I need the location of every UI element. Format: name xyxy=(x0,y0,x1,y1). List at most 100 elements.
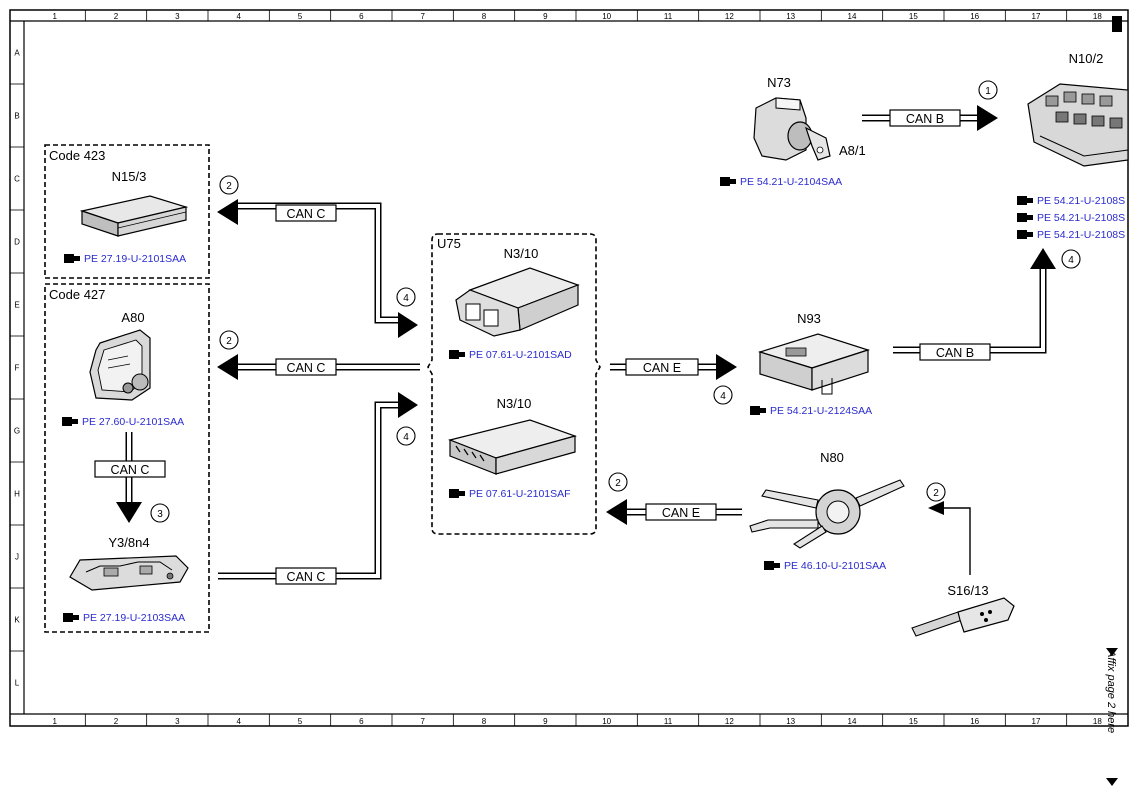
column-number-13: 13 xyxy=(786,717,795,726)
bus-y3-can-c: CAN C xyxy=(218,392,418,585)
row-letter-K: K xyxy=(14,616,20,625)
marker-a80: 2 xyxy=(219,330,239,350)
column-number-1: 1 xyxy=(52,717,57,726)
reference-pointer-icon xyxy=(62,417,78,426)
row-letter-G: G xyxy=(14,427,20,436)
column-number-4: 4 xyxy=(236,717,241,726)
bus-n93-can-e-label: CAN E xyxy=(643,361,681,375)
n10-2-ref-3[interactable]: PE 54.21-U-2108S xyxy=(1037,229,1125,241)
bus-n73-can-b: CAN B xyxy=(861,105,998,131)
column-number-5: 5 xyxy=(298,12,303,21)
row-letter-D: D xyxy=(14,238,20,247)
column-number-11: 11 xyxy=(664,12,673,21)
bus-n15-3-label: CAN C xyxy=(287,207,326,221)
s16-13-switch-icon xyxy=(911,597,1015,637)
group-code423-box xyxy=(44,144,210,279)
n15-3-label: N15/3 xyxy=(112,169,147,184)
page-frame: 1122334455667788991010111112121313141415… xyxy=(9,9,1129,727)
column-number-9: 9 xyxy=(543,717,548,726)
bus-n3-n93-can-e: CAN E xyxy=(609,354,737,380)
reference-pointer-icon xyxy=(449,489,465,498)
component-n80: N80 PE 46.10-U-2101SAA xyxy=(749,450,905,572)
column-number-6: 6 xyxy=(359,717,364,726)
component-n73: N73 A8/1 PE 54.21-U-2104SAA xyxy=(740,75,866,188)
n73-label: N73 xyxy=(767,75,791,90)
marker-a80-y3: 3 xyxy=(150,503,170,523)
affix-arrow-top-icon xyxy=(1106,648,1118,656)
svg-text:2: 2 xyxy=(226,336,232,347)
bus-n93-can-b-label: CAN B xyxy=(936,346,974,360)
n93-ref[interactable]: PE 54.21-U-2124SAA xyxy=(770,405,872,417)
n80-ref[interactable]: PE 46.10-U-2101SAA xyxy=(784,560,886,572)
column-number-11: 11 xyxy=(664,717,673,726)
bus-a80-can-c: CAN C xyxy=(217,354,421,380)
n93-label: N93 xyxy=(797,311,821,326)
n3-10-bottom-ref[interactable]: PE 07.61-U-2101SAF xyxy=(469,488,571,500)
column-number-2: 2 xyxy=(114,717,119,726)
component-n3-10-bottom: N3/10 PE 07.61-U-2101SAF xyxy=(448,396,577,500)
row-letter-E: E xyxy=(14,301,19,310)
a80-actuator-icon xyxy=(89,329,151,401)
reference-pointer-icon xyxy=(750,406,766,415)
group-u75-label: U75 xyxy=(437,236,461,251)
column-number-2: 2 xyxy=(114,12,119,21)
svg-text:2: 2 xyxy=(615,478,621,489)
column-number-9: 9 xyxy=(543,12,548,21)
marker-u75-top: 4 xyxy=(396,287,416,307)
svg-text:2: 2 xyxy=(226,181,232,192)
column-number-18: 18 xyxy=(1093,12,1102,21)
component-y3-8n4: Y3/8n4 PE 27.19-U-2103SAA xyxy=(69,535,189,624)
marker-s16-13: 2 xyxy=(926,482,946,502)
column-number-17: 17 xyxy=(1032,717,1041,726)
y3-8n4-ref[interactable]: PE 27.19-U-2103SAA xyxy=(83,612,185,624)
affix-arrow-bottom-icon xyxy=(1106,778,1118,786)
column-number-3: 3 xyxy=(175,717,180,726)
bus-n93-can-b: CAN B xyxy=(892,248,1056,361)
group-code423-label: Code 423 xyxy=(49,148,105,163)
n3-10-ecu-icon xyxy=(455,267,580,337)
column-number-5: 5 xyxy=(298,717,303,726)
svg-text:3: 3 xyxy=(157,509,163,520)
n80-label: N80 xyxy=(820,450,844,465)
affix-note: Affix page 2 here xyxy=(1105,649,1117,733)
row-letter-L: L xyxy=(15,679,20,688)
svg-text:4: 4 xyxy=(720,391,726,402)
n15-3-ref[interactable]: PE 27.19-U-2101SAA xyxy=(84,253,186,265)
a80-ref[interactable]: PE 27.60-U-2101SAA xyxy=(82,416,184,428)
component-n15-3: N15/3 PE 27.19-U-2101SAA xyxy=(79,169,189,265)
reference-pointer-icon xyxy=(1017,196,1033,205)
y3-8n4-controller-icon xyxy=(69,555,189,591)
row-letter-H: H xyxy=(14,490,20,499)
n93-module-icon xyxy=(757,333,870,395)
column-number-10: 10 xyxy=(602,12,611,21)
marker-n10-in: 1 xyxy=(978,80,998,100)
column-number-12: 12 xyxy=(725,717,734,726)
n73-ref[interactable]: PE 54.21-U-2104SAA xyxy=(740,176,842,188)
component-n3-10-top: N3/10 PE 07.61-U-2101SAD xyxy=(455,246,580,361)
component-s16-13: S16/13 xyxy=(911,583,1015,637)
row-letter-B: B xyxy=(14,112,19,121)
n10-2-fuse-box-icon xyxy=(1027,83,1129,167)
group-u75-box xyxy=(427,233,601,535)
column-number-3: 3 xyxy=(175,12,180,21)
column-number-16: 16 xyxy=(970,717,979,726)
marker-n10-can-b: 4 xyxy=(1061,249,1081,269)
reference-pointer-icons xyxy=(62,177,1033,622)
reference-pointer-icon xyxy=(1017,230,1033,239)
bus-a80-y3-can-c: CAN C xyxy=(94,432,166,523)
bus-a80-y3-label: CAN C xyxy=(111,463,150,477)
svg-text:4: 4 xyxy=(403,432,409,443)
column-number-1: 1 xyxy=(52,12,57,21)
n10-2-ref-1[interactable]: PE 54.21-U-2108S xyxy=(1037,195,1125,207)
n10-2-ref-2[interactable]: PE 54.21-U-2108S xyxy=(1037,212,1125,224)
bus-n80-can-e-label: CAN E xyxy=(662,506,700,520)
n15-3-module-icon xyxy=(79,195,189,237)
link-s16-13-n80 xyxy=(928,501,971,575)
column-number-15: 15 xyxy=(909,717,918,726)
reference-pointer-icon xyxy=(449,350,465,359)
a8-1-label: A8/1 xyxy=(839,143,866,158)
n73-ignition-switch-icon xyxy=(753,97,831,161)
n3-10-top-ref[interactable]: PE 07.61-U-2101SAD xyxy=(469,349,572,361)
